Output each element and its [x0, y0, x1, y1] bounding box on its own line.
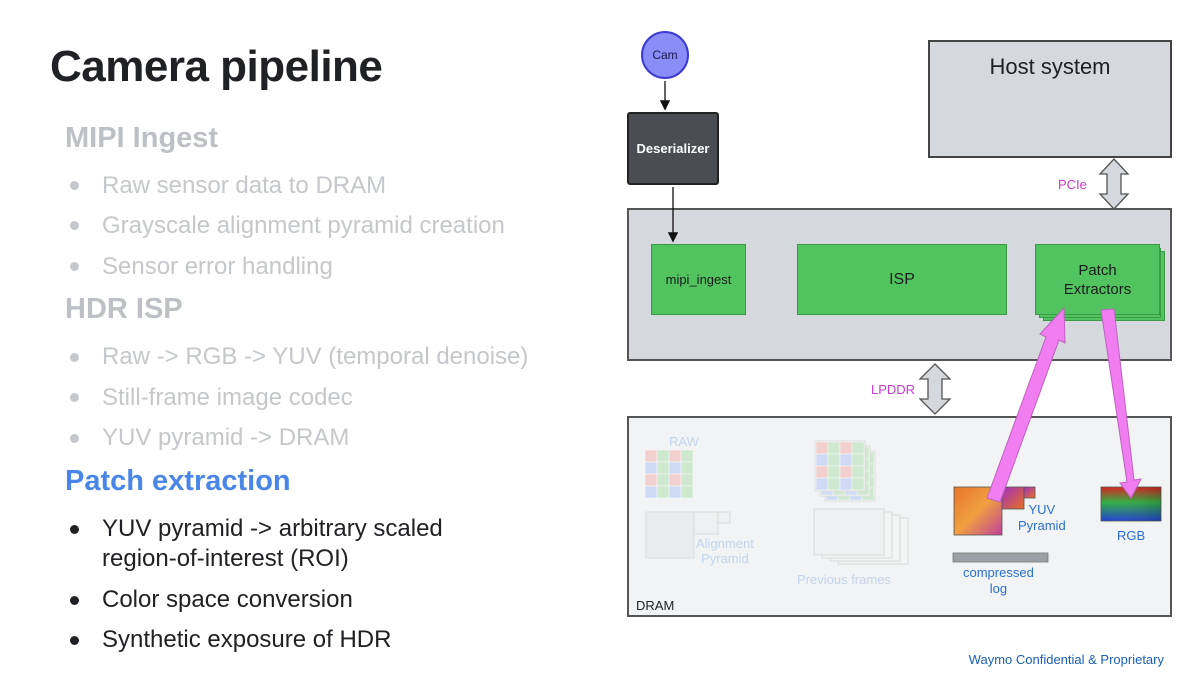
- bullet-text: Still-frame image codec: [102, 384, 353, 411]
- cam-node: Cam: [641, 31, 689, 79]
- previous-frame-bayer-cell: [827, 477, 841, 491]
- raw-bayer-cell: [656, 485, 670, 499]
- pcie-double-arrow: [1098, 158, 1130, 210]
- alignment-pyramid-graphic: [645, 511, 731, 559]
- previous-frame-bayer-cell: [839, 441, 853, 455]
- bullet-dot: [70, 262, 79, 271]
- alignment-pyramid-label: Alignment Pyramid: [696, 536, 754, 566]
- previous-frames-bayer-stack: [814, 440, 876, 502]
- previous-frame-bayer-cell: [851, 453, 865, 467]
- raw-bayer-cell: [680, 461, 694, 475]
- host-system-box: Host system: [928, 40, 1172, 158]
- bullet-text: Sensor error handling: [102, 253, 333, 280]
- raw-bayer-grid: [644, 449, 694, 499]
- previous-frame-bayer-cell: [815, 477, 829, 491]
- raw-bayer-cell: [680, 473, 694, 487]
- raw-bayer-cell: [644, 485, 658, 499]
- lpddr-label: LPDDR: [871, 382, 916, 397]
- yuv-pyramid-label: YUV Pyramid: [1018, 502, 1066, 533]
- previous-frame-bayer-cell: [827, 453, 841, 467]
- previous-frames-label: Previous frames: [797, 572, 891, 587]
- yuv-to-patch-extractors-arrow: [986, 306, 1066, 503]
- raw-bayer-cell: [668, 485, 682, 499]
- section-heading-mipi-ingest: MIPI Ingest: [65, 122, 219, 154]
- previous-frame-bayer-cell: [851, 477, 865, 491]
- footer-confidential: Waymo Confidential & Proprietary: [968, 652, 1164, 667]
- bullet-text: Raw -> RGB -> YUV (temporal denoise): [102, 343, 529, 370]
- previous-frame-bayer-cell: [851, 441, 865, 455]
- previous-frame-bayer-cell: [815, 441, 829, 455]
- patch-extractors-box: Patch Extractors: [1035, 244, 1160, 315]
- bullet-text: Color space conversion: [102, 586, 353, 613]
- raw-bayer-cell: [680, 485, 694, 499]
- raw-bayer-cell: [680, 449, 694, 463]
- rgb-label: RGB: [1117, 528, 1146, 543]
- isp-box: ISP: [797, 244, 1007, 315]
- deserializer-box: Deserializer: [627, 112, 719, 185]
- bullet-text: Raw sensor data to DRAM: [102, 172, 387, 199]
- raw-bayer-cell: [656, 449, 670, 463]
- previous-frame-bayer-cell: [815, 453, 829, 467]
- patch-extractors-to-rgb-arrow: [1100, 308, 1142, 499]
- bullet-dot: [70, 353, 79, 362]
- previous-frame-bayer-cell: [839, 453, 853, 467]
- lpddr-double-arrow: [918, 363, 952, 415]
- previous-frames-stack: [813, 508, 909, 565]
- bullet-dot: [70, 181, 79, 190]
- compressed-log-bar: [952, 552, 1049, 563]
- previous-frame-bayer-cell: [839, 465, 853, 479]
- bullet-dot: [70, 434, 79, 443]
- bullet-dot: [70, 221, 79, 230]
- section-heading-patch-extraction: Patch extraction: [65, 465, 291, 497]
- previous-frame-bayer-cell: [827, 465, 841, 479]
- raw-label: RAW: [669, 434, 699, 449]
- previous-frame-bayer-cell: [851, 465, 865, 479]
- raw-bayer-cell: [668, 473, 682, 487]
- bullet-text: Grayscale alignment pyramid creation: [102, 212, 505, 239]
- previous-frame-bayer-cell: [827, 441, 841, 455]
- section-heading-hdr-isp: HDR ISP: [65, 293, 183, 325]
- raw-bayer-cell: [656, 461, 670, 475]
- bullet-dot: [70, 596, 79, 605]
- raw-bayer-cell: [644, 461, 658, 475]
- bullet-text: YUV pyramid -> DRAM: [102, 424, 350, 451]
- bullet-dot: [70, 525, 79, 534]
- compressed-log-label: compressed log: [963, 565, 1034, 596]
- previous-frame-bayer-cell: [839, 477, 853, 491]
- bullet-text: YUV pyramid -> arbitrary scaled region-o…: [102, 515, 443, 572]
- bullet-text: Synthetic exposure of HDR: [102, 626, 392, 653]
- raw-bayer-cell: [644, 449, 658, 463]
- bullet-dot: [70, 636, 79, 645]
- raw-bayer-cell: [668, 449, 682, 463]
- previous-frame-bayer-cell: [815, 465, 829, 479]
- bullet-dot: [70, 393, 79, 402]
- raw-bayer-cell: [656, 473, 670, 487]
- mipi-ingest-box: mipi_ingest: [651, 244, 746, 315]
- pcie-label: PCIe: [1058, 177, 1087, 192]
- raw-bayer-cell: [668, 461, 682, 475]
- raw-bayer-cell: [644, 473, 658, 487]
- dram-label: DRAM: [636, 598, 675, 613]
- page-title: Camera pipeline: [50, 42, 383, 91]
